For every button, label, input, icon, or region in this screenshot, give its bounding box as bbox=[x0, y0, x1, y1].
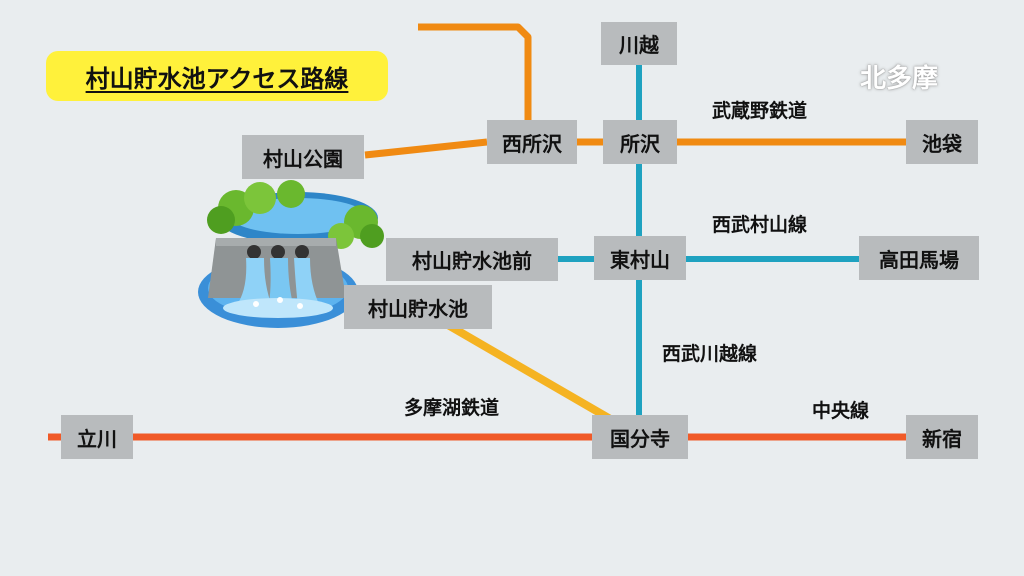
region-label: 北多摩 bbox=[860, 64, 939, 94]
orange-line-murayama-koen bbox=[364, 138, 488, 159]
station-ikebukuro: 池袋 bbox=[906, 120, 978, 164]
station-shinjuku: 新宿 bbox=[906, 415, 978, 459]
station-higashi-murayama: 東村山 bbox=[594, 236, 686, 280]
station-murayama-koen: 村山公園 bbox=[242, 135, 364, 179]
station-nishi-tokorozawa: 西所沢 bbox=[487, 120, 577, 164]
station-tachikawa: 立川 bbox=[61, 415, 133, 459]
label-tamako-line: 多摩湖鉄道 bbox=[404, 397, 500, 419]
orange-line-north bbox=[418, 23, 532, 120]
label-musashino-line: 武蔵野鉄道 bbox=[712, 100, 808, 122]
map-title: 村山貯水池アクセス路線 bbox=[46, 51, 388, 101]
station-murayama-chosuichi-mae: 村山貯水池前 bbox=[386, 238, 558, 281]
station-takadanobaba: 高田馬場 bbox=[859, 236, 979, 280]
station-tokorozawa: 所沢 bbox=[603, 120, 677, 164]
station-kawagoe: 川越 bbox=[601, 22, 677, 65]
station-kokubunji: 国分寺 bbox=[592, 415, 688, 459]
label-seibu-kawagoe-line: 西武川越線 bbox=[662, 343, 758, 365]
label-seibu-murayama-line: 西武村山線 bbox=[712, 214, 808, 236]
dam-illustration bbox=[198, 180, 384, 328]
label-chuo-line: 中央線 bbox=[812, 400, 870, 422]
station-murayama-chosuichi: 村山貯水池 bbox=[344, 285, 492, 329]
tamako-line bbox=[445, 321, 615, 424]
